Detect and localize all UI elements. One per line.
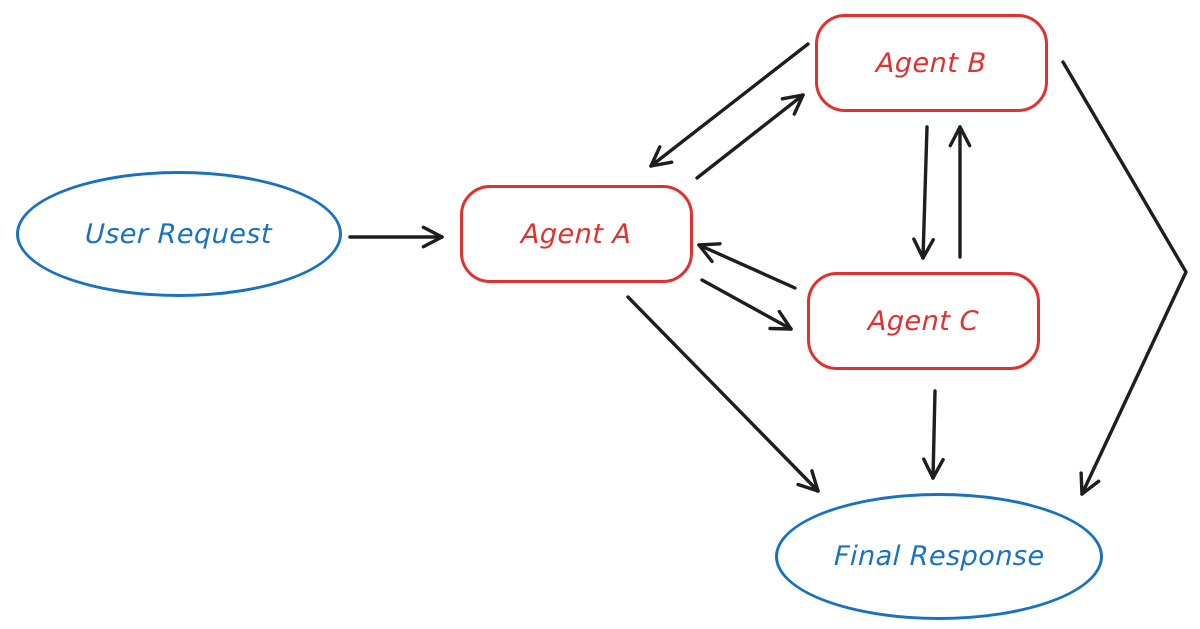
edge-agent-a-to-final: [626, 295, 820, 493]
edge-agent-c-to-agent-b: [948, 125, 972, 259]
node-agent-b: Agent B: [815, 14, 1048, 112]
node-agent-a-label: Agent A: [520, 218, 633, 250]
edge-agent-b-to-final: [1061, 60, 1188, 496]
node-agent-c: Agent C: [807, 272, 1040, 370]
node-final-response-label: Final Response: [833, 541, 1045, 572]
edge-agent-a-to-agent-c: [700, 278, 793, 331]
edge-agent-c-to-agent-a: [697, 242, 797, 290]
edge-agent-b-to-agent-c: [912, 125, 935, 260]
node-user-request-label: User Request: [84, 218, 274, 250]
node-agent-a: Agent A: [460, 185, 693, 283]
edge-agent-c-to-final: [922, 389, 945, 480]
edge-agent-b-to-agent-a: [649, 42, 810, 168]
edge-agent-a-to-agent-b: [695, 93, 805, 180]
node-agent-c-label: Agent C: [867, 305, 980, 337]
node-user-request: User Request: [16, 171, 342, 297]
node-final-response: Final Response: [775, 493, 1103, 620]
edge-user-request-to-agent-a: [348, 225, 444, 249]
node-agent-b-label: Agent B: [875, 47, 988, 79]
